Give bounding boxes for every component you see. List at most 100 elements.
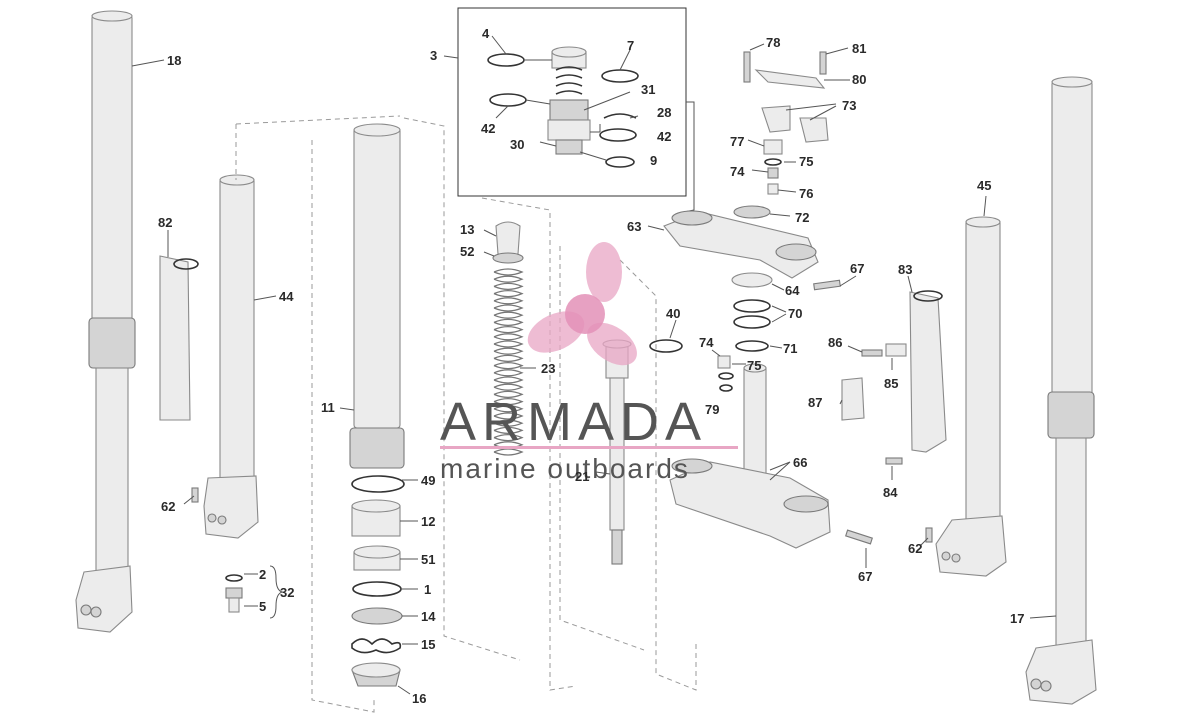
callout-32: 32 <box>280 585 294 600</box>
spring-coil <box>493 318 524 327</box>
callout-40: 40 <box>666 306 680 321</box>
callout-18: 18 <box>167 53 181 68</box>
callout-73: 73 <box>842 98 856 113</box>
callout-51: 51 <box>421 552 435 567</box>
bolts-67-74-79 <box>711 275 873 568</box>
callout-77: 77 <box>730 134 744 149</box>
callout-3: 3 <box>430 48 437 63</box>
propeller-logo-icon <box>527 242 637 366</box>
spring-coil <box>493 297 524 305</box>
callout-66: 66 <box>793 455 807 470</box>
armada-watermark: ARMADA marine outboards <box>440 242 738 484</box>
callout-28: 28 <box>657 105 671 120</box>
spring-coil <box>493 275 524 283</box>
spring-coil <box>493 433 524 442</box>
callout-64: 64 <box>785 283 800 298</box>
spring-coil <box>493 419 524 427</box>
fork-leg-18 <box>75 10 136 633</box>
fork-guard-82 <box>159 255 199 421</box>
fork-slider-45 <box>919 195 1007 577</box>
spring-coil <box>493 347 524 355</box>
brand-tagline: marine outboards <box>440 453 690 484</box>
callout-1: 1 <box>424 582 431 597</box>
callout-76: 76 <box>799 186 813 201</box>
callout-2: 2 <box>259 567 266 582</box>
spring-coil <box>493 268 524 276</box>
spring-coil <box>493 361 524 370</box>
callout-labels: 1 2 3 4 5 7 9 11 12 13 14 15 16 17 18 21… <box>158 26 1024 706</box>
callout-75-top: 75 <box>799 154 813 169</box>
spring-coil <box>493 448 524 456</box>
steering-rings <box>731 272 787 352</box>
drain-screw-group-32 <box>225 565 284 619</box>
spring-coil <box>493 383 524 391</box>
callout-67-top: 67 <box>850 261 864 276</box>
callout-45: 45 <box>977 178 991 193</box>
callout-52: 52 <box>460 244 474 259</box>
small-parts-74-77 <box>747 139 797 195</box>
callout-14: 14 <box>421 609 436 624</box>
callout-7: 7 <box>627 38 634 53</box>
callout-82: 82 <box>158 215 172 230</box>
callout-13: 13 <box>460 222 474 237</box>
fork-slider-44 <box>203 174 259 539</box>
callout-42-right: 42 <box>657 129 671 144</box>
spring-coil <box>493 333 524 341</box>
callout-11: 11 <box>321 400 335 415</box>
callout-63: 63 <box>627 219 641 234</box>
fork-leg-17 <box>1025 76 1097 705</box>
spring-coil <box>493 397 524 406</box>
callout-31: 31 <box>641 82 655 97</box>
brand-name: ARMADA <box>440 392 707 452</box>
callout-75-mid: 75 <box>747 358 761 373</box>
callout-72: 72 <box>795 210 809 225</box>
callout-16: 16 <box>412 691 426 706</box>
callout-80: 80 <box>852 72 866 87</box>
spring-coil <box>493 304 524 312</box>
callout-49: 49 <box>421 473 435 488</box>
spring-coil <box>493 405 524 413</box>
spring-coil <box>493 376 524 384</box>
callout-44: 44 <box>279 289 294 304</box>
fork-guard-83 <box>839 275 947 480</box>
spring-coil <box>493 340 524 348</box>
callout-62-right: 62 <box>908 541 922 556</box>
callout-84: 84 <box>883 485 898 500</box>
spring-coil <box>493 354 524 363</box>
fork-tube-11 <box>349 123 405 469</box>
callout-30: 30 <box>510 137 524 152</box>
callout-78: 78 <box>766 35 780 50</box>
spring-coil <box>493 390 524 399</box>
callout-74-top: 74 <box>730 164 745 179</box>
callout-81: 81 <box>852 41 866 56</box>
callout-42-left: 42 <box>481 121 495 136</box>
callout-23: 23 <box>541 361 555 376</box>
callout-9: 9 <box>650 153 657 168</box>
spring-coil <box>493 369 524 377</box>
callout-87: 87 <box>808 395 822 410</box>
callout-5: 5 <box>259 599 266 614</box>
callout-15: 15 <box>421 637 435 652</box>
spring-coil <box>493 426 524 435</box>
callout-86: 86 <box>828 335 842 350</box>
callout-83: 83 <box>898 262 912 277</box>
handlebar-clamps-73 <box>743 43 850 143</box>
callout-70: 70 <box>788 306 802 321</box>
spring-coil <box>493 325 524 334</box>
callout-62-left: 62 <box>161 499 175 514</box>
lower-triple-clamp-66 <box>669 363 831 549</box>
upper-triple-clamp-63 <box>647 205 819 279</box>
callout-85: 85 <box>884 376 898 391</box>
seal-40 <box>649 339 683 353</box>
spring-coil <box>493 282 524 291</box>
callout-12: 12 <box>421 514 435 529</box>
spring-assembly-23 <box>483 221 536 456</box>
brand-underline <box>440 446 738 449</box>
bushing-stack <box>351 475 405 687</box>
callout-67-bottom: 67 <box>858 569 872 584</box>
callout-71: 71 <box>783 341 797 356</box>
callout-74-mid: 74 <box>699 335 714 350</box>
spring-coil <box>493 412 524 420</box>
callout-4: 4 <box>482 26 490 41</box>
